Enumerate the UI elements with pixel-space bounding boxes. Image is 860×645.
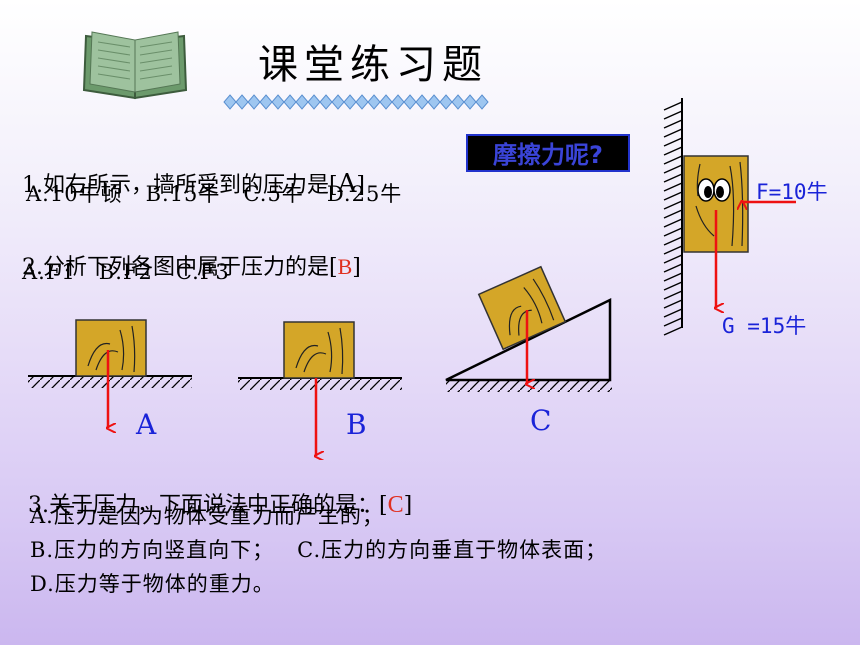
wall-hatch-line [663,101,683,111]
figure-a-label: A [136,408,157,441]
figure-b-label: B [346,408,367,441]
wall-hatch-line [663,128,683,138]
question-1-answer: A [337,169,357,199]
figure-b [238,321,402,456]
wall-hatch-line [663,299,683,309]
wall-hatch-line [663,146,683,156]
question-3-close: ] [403,493,413,518]
diamond-ornament [439,94,453,110]
wall-hatch-line [663,290,683,300]
wall-hatch-line [663,209,683,219]
wall-hatch-line [663,173,683,183]
diamond-ornament [283,94,297,110]
wall-hatch-line [663,236,683,246]
wall-hatch-line [663,245,683,255]
wall-figure [663,98,796,336]
wall-hatch-line [663,191,683,201]
diamond-ornament [223,94,237,110]
diamond-ornament [259,94,273,110]
wall-hatch-line [663,218,683,228]
question-3-option-a: A.压力是因为物体受重力而产生的； [30,504,384,528]
diamond-ornament [391,94,405,110]
wall-hatch-line [663,308,683,318]
wall-hatch-line [663,119,683,129]
wall-hatch-line [663,200,683,210]
question-3-answer: C [387,492,404,518]
wall-hatch-line [663,110,683,120]
question-3-option-bc: B.压力的方向竖直向下； C.压力的方向垂直于物体表面； [30,538,608,562]
diamond-ornament [355,94,369,110]
diamond-ornament [415,94,429,110]
question-1-text: 1.如右所示，墙所受到的压力是[ [22,173,338,198]
wall-hatch-line [663,155,683,165]
figure-c [445,265,612,392]
diamond-ornament [463,94,477,110]
diamond-ornament [307,94,321,110]
diamond-ornament [271,94,285,110]
question-2-options: A.F1 B.F2 C.F3 [22,260,230,284]
gravity-g-label: G =15牛 [722,314,807,338]
wall-hatch-line [663,164,683,174]
question-1: 1.如右所示，墙所受到的压力是[A] [8,142,365,199]
force-f-label: F=10牛 [756,180,828,204]
diamond-ornament [343,94,357,110]
wall-hatch-line [663,182,683,192]
diamond-ornament [379,94,393,110]
diamond-ornament [403,94,417,110]
question-2-answer: B [337,254,353,279]
question-3: 3.关于压力，下面说法中正确的是：[C] [14,462,412,519]
wall-hatch-line [663,281,683,291]
question-1-close: ] [356,173,365,198]
book-icon [82,31,188,100]
wall-hatch-line [663,263,683,273]
force-figures [28,265,612,460]
question-3-option-d: D.压力等于物体的重力。 [30,572,275,596]
question-2-text: 2.分析下列各图中属于压力的是[ [22,255,338,280]
diamond-ornament [235,94,249,110]
diamond-ornament [331,94,345,110]
wall-hatch-line [663,317,683,327]
question-2: 2.分析下列各图中属于压力的是[B] [8,224,361,281]
diamond-ornament [367,94,381,110]
page-title: 课堂练习题 [258,42,488,88]
question-3-text: 3.关于压力，下面说法中正确的是：[ [28,493,388,518]
diamond-ornament [295,94,309,110]
diamond-ornament [427,94,441,110]
wall-hatch-line [663,227,683,237]
diamond-ornament [451,94,465,110]
question-2-close: ] [352,255,361,280]
wall-hatch-line [663,326,683,336]
wall-hatch-line [663,137,683,147]
question-1-options: A.10牛顿 B.15牛 C.5牛 D.25牛 [26,182,403,206]
wall-hatch-line [663,254,683,264]
decorative-divider [223,94,489,110]
diamond-ornament [475,94,489,110]
wall-hatch-line [663,272,683,282]
figure-c-label: C [530,404,552,437]
diamond-ornament [247,94,261,110]
friction-callout: 摩擦力呢? [466,134,630,172]
diamond-ornament [319,94,333,110]
figure-a [28,319,192,428]
